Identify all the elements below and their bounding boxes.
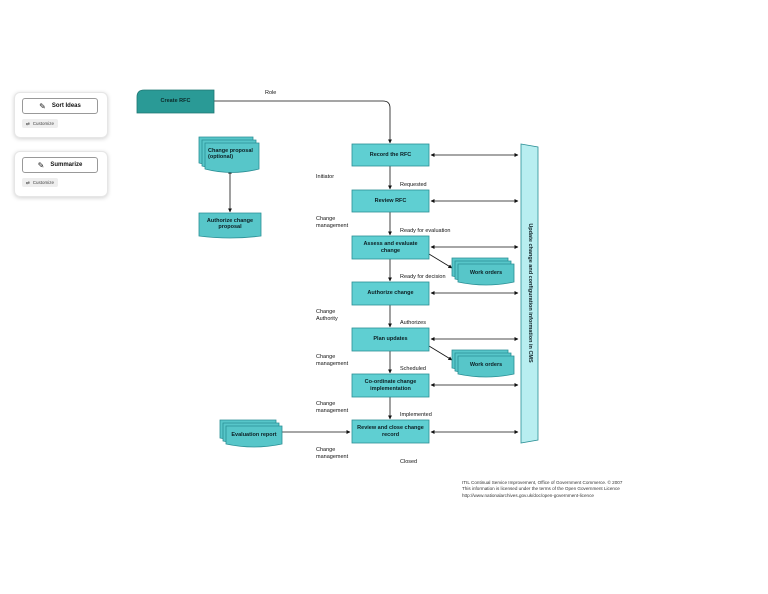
customize-label: Customize bbox=[32, 180, 55, 185]
magic-wand-icon: ✎ bbox=[39, 101, 46, 111]
role-change-management-2: Change management bbox=[316, 354, 349, 367]
role-change-management-3: Change management bbox=[316, 401, 349, 414]
authorize-change-box[interactable] bbox=[351, 281, 430, 306]
arrow-plan-workorders bbox=[428, 345, 453, 361]
summarize-panel: ✎ Summarize ⇄ Customize bbox=[14, 151, 108, 197]
summarize-label: Summarize bbox=[50, 162, 83, 168]
footer-line-3: http://www.nationalarchives.gov.uk/doc/o… bbox=[462, 492, 594, 498]
footer-line-1: ITIL Continual Service Improvement, Offi… bbox=[462, 480, 623, 485]
review-close-label: Review and close change record bbox=[357, 425, 424, 438]
customize-button[interactable]: ⇄ Customize bbox=[22, 178, 59, 187]
sliders-icon: ⇄ bbox=[26, 179, 30, 185]
work-orders-label-1: Work orders bbox=[469, 269, 503, 276]
status-scheduled: Scheduled bbox=[400, 366, 426, 372]
authorize-change-label: Authorize change bbox=[367, 290, 414, 297]
status-requested: Requested bbox=[400, 182, 427, 188]
status-ready-decision: Ready for decision bbox=[400, 274, 446, 280]
review-rfc-box[interactable] bbox=[351, 189, 430, 213]
authorize-change-proposal-shape[interactable] bbox=[198, 212, 262, 239]
work-orders-document-2[interactable] bbox=[451, 349, 515, 378]
cms-update-bar[interactable] bbox=[520, 143, 539, 444]
role-change-management-4: Change management bbox=[316, 447, 349, 460]
status-authorizes: Authorizes bbox=[400, 320, 426, 326]
customize-label: Customize bbox=[32, 121, 55, 126]
coordinate-implementation-box[interactable] bbox=[351, 373, 430, 398]
record-rfc-label: Record the RFC bbox=[369, 151, 412, 158]
role-initiator: Initiator bbox=[316, 174, 335, 180]
change-proposal-document[interactable] bbox=[198, 136, 260, 173]
arrow-assess-workorders bbox=[428, 253, 453, 269]
cms-bar-label: Update change and configuration informat… bbox=[527, 223, 533, 363]
plan-updates-box[interactable] bbox=[351, 327, 430, 352]
plan-updates-label: Plan updates bbox=[373, 336, 408, 343]
license-footer: ITIL Continual Service Improvement, Offi… bbox=[462, 480, 622, 499]
authorize-change-proposal-label: Authorize change proposal bbox=[206, 217, 254, 231]
review-close-box[interactable] bbox=[351, 419, 430, 444]
assess-evaluate-label: Assess and evaluate change bbox=[363, 241, 418, 254]
status-closed: Closed bbox=[400, 459, 418, 465]
sort-ideas-label: Sort Ideas bbox=[51, 103, 81, 109]
role-label: Role bbox=[265, 90, 277, 96]
sliders-icon: ⇄ bbox=[26, 120, 30, 126]
review-rfc-label: Review RFC bbox=[374, 197, 407, 204]
summarize-button[interactable]: ✎ Summarize bbox=[22, 157, 98, 173]
assess-evaluate-box[interactable] bbox=[351, 235, 430, 260]
work-orders-document-1[interactable] bbox=[451, 257, 515, 286]
sort-ideas-button[interactable]: ✎ Sort Ideas bbox=[22, 98, 98, 114]
sort-ideas-panel: ✎ Sort Ideas ⇄ Customize bbox=[14, 92, 108, 138]
record-rfc-box[interactable] bbox=[351, 143, 430, 167]
status-implemented: Implemented bbox=[400, 412, 432, 418]
role-change-authority: Change Authority bbox=[316, 309, 338, 322]
coordinate-implementation-label: Co-ordinate change implementation bbox=[364, 379, 417, 392]
evaluation-report-label: Evaluation report bbox=[231, 431, 277, 438]
magic-wand-icon: ✎ bbox=[37, 160, 45, 170]
work-orders-label-2: Work orders bbox=[469, 361, 503, 368]
create-rfc-label: Create RFC bbox=[160, 98, 191, 105]
role-change-management-1: Change management bbox=[316, 216, 349, 229]
create-rfc-shape[interactable] bbox=[136, 89, 215, 114]
role-connector bbox=[214, 100, 392, 144]
footer-line-2: This information is licensed under the t… bbox=[462, 486, 620, 492]
status-ready-evaluation: Ready for evaluation bbox=[400, 228, 451, 234]
change-proposal-label: Change proposal (optional) bbox=[208, 147, 253, 161]
evaluation-report-document[interactable] bbox=[219, 419, 283, 448]
customize-button[interactable]: ⇄ Customize bbox=[22, 119, 59, 128]
